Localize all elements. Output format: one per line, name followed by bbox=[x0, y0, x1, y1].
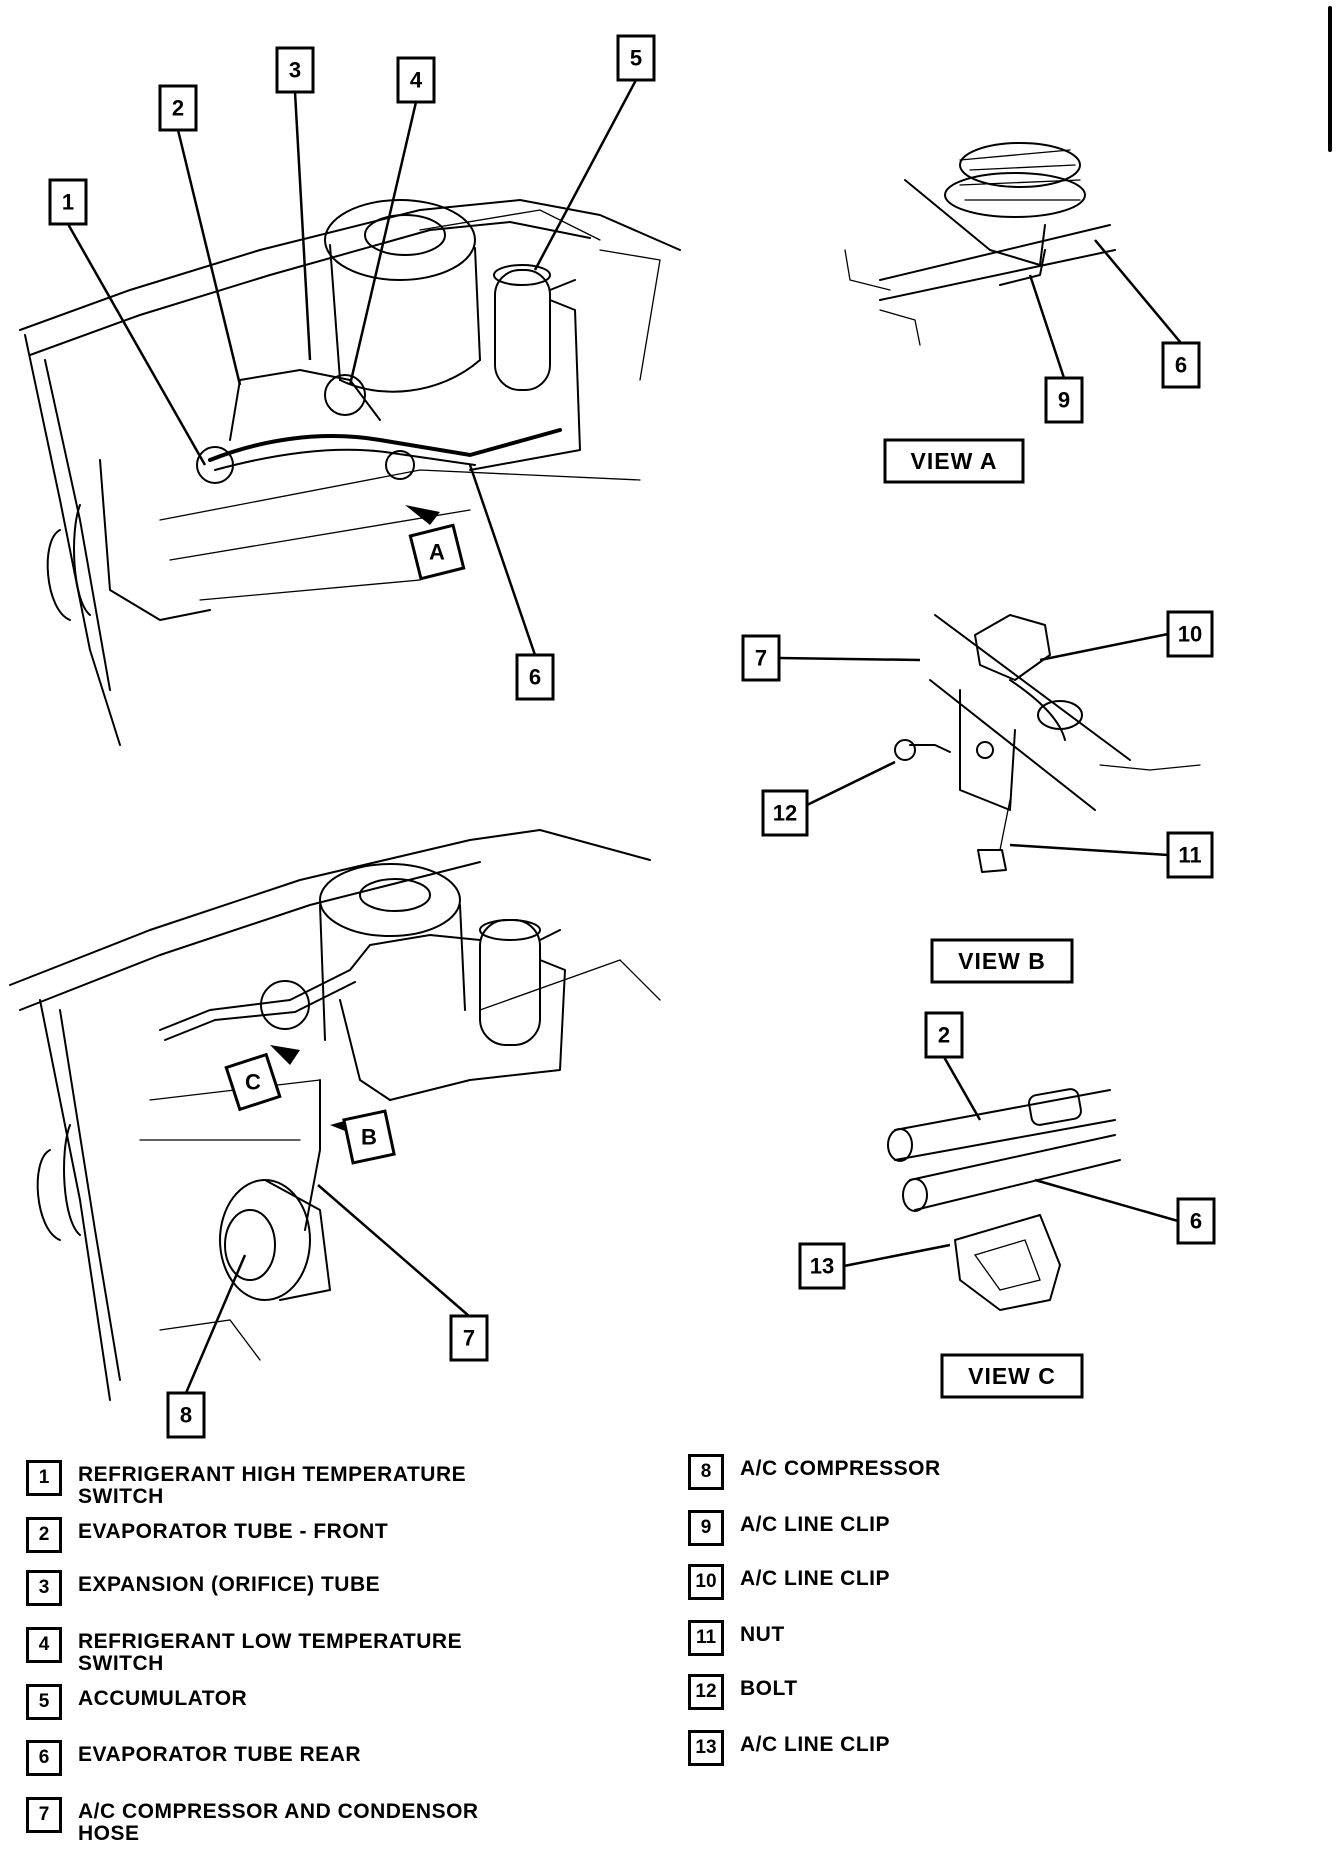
svg-text:2: 2 bbox=[172, 96, 184, 121]
callout-9: 9 bbox=[1028, 274, 1084, 424]
view-c-label: VIEW C bbox=[940, 1353, 1084, 1399]
callout-6: 6 bbox=[468, 464, 555, 701]
svg-text:VIEW A: VIEW A bbox=[911, 448, 998, 474]
svg-text:6: 6 bbox=[1175, 353, 1187, 378]
callout-2-view-c: 2 bbox=[924, 1011, 982, 1121]
svg-text:1: 1 bbox=[62, 190, 74, 215]
svg-text:C: C bbox=[245, 1070, 261, 1095]
svg-text:2: 2 bbox=[938, 1023, 950, 1048]
arrow-tag-b: B bbox=[342, 1109, 396, 1165]
svg-text:3: 3 bbox=[289, 58, 301, 83]
svg-text:13: 13 bbox=[810, 1254, 834, 1279]
engine-bay-top-illustration bbox=[19, 199, 681, 746]
arrow-tag-a: A bbox=[408, 523, 466, 581]
callout-7-view-b: 7 bbox=[741, 634, 921, 682]
view-a-detail bbox=[844, 142, 1116, 346]
svg-text:7: 7 bbox=[463, 1326, 475, 1351]
view-a-label: VIEW A bbox=[883, 438, 1025, 484]
callout-7-main: 7 bbox=[317, 1184, 489, 1362]
view-b-detail bbox=[894, 614, 1201, 873]
callout-10: 10 bbox=[1039, 610, 1214, 662]
svg-text:4: 4 bbox=[410, 68, 423, 93]
svg-text:VIEW B: VIEW B bbox=[958, 948, 1046, 974]
svg-text:11: 11 bbox=[1178, 843, 1201, 868]
svg-text:12: 12 bbox=[773, 801, 797, 826]
callout-8: 8 bbox=[166, 1254, 247, 1439]
callout-12: 12 bbox=[761, 760, 896, 837]
svg-text:6: 6 bbox=[529, 665, 541, 690]
callout-4: 4 bbox=[348, 56, 436, 386]
svg-text:7: 7 bbox=[755, 646, 767, 671]
callout-13: 13 bbox=[798, 1242, 951, 1290]
svg-text:A: A bbox=[429, 540, 445, 565]
arrow-tag-c: C bbox=[224, 1052, 282, 1112]
view-b-label: VIEW B bbox=[930, 938, 1074, 984]
svg-text:10: 10 bbox=[1178, 622, 1202, 647]
callout-6-view-a: 6 bbox=[1094, 239, 1201, 389]
callout-1: 1 bbox=[48, 178, 207, 466]
svg-text:9: 9 bbox=[1058, 388, 1070, 413]
svg-text:6: 6 bbox=[1190, 1209, 1202, 1234]
svg-text:VIEW C: VIEW C bbox=[968, 1363, 1056, 1389]
engine-bay-bottom-illustration bbox=[9, 829, 661, 1401]
callout-3: 3 bbox=[275, 46, 315, 361]
callout-5: 5 bbox=[533, 34, 656, 271]
svg-text:5: 5 bbox=[630, 46, 642, 71]
callout-2: 2 bbox=[158, 84, 242, 386]
svg-text:B: B bbox=[361, 1125, 377, 1150]
svg-text:8: 8 bbox=[180, 1403, 192, 1428]
view-c-detail bbox=[887, 1088, 1121, 1311]
callout-11: 11 bbox=[1009, 831, 1214, 879]
callout-6-view-c: 6 bbox=[1034, 1178, 1216, 1245]
